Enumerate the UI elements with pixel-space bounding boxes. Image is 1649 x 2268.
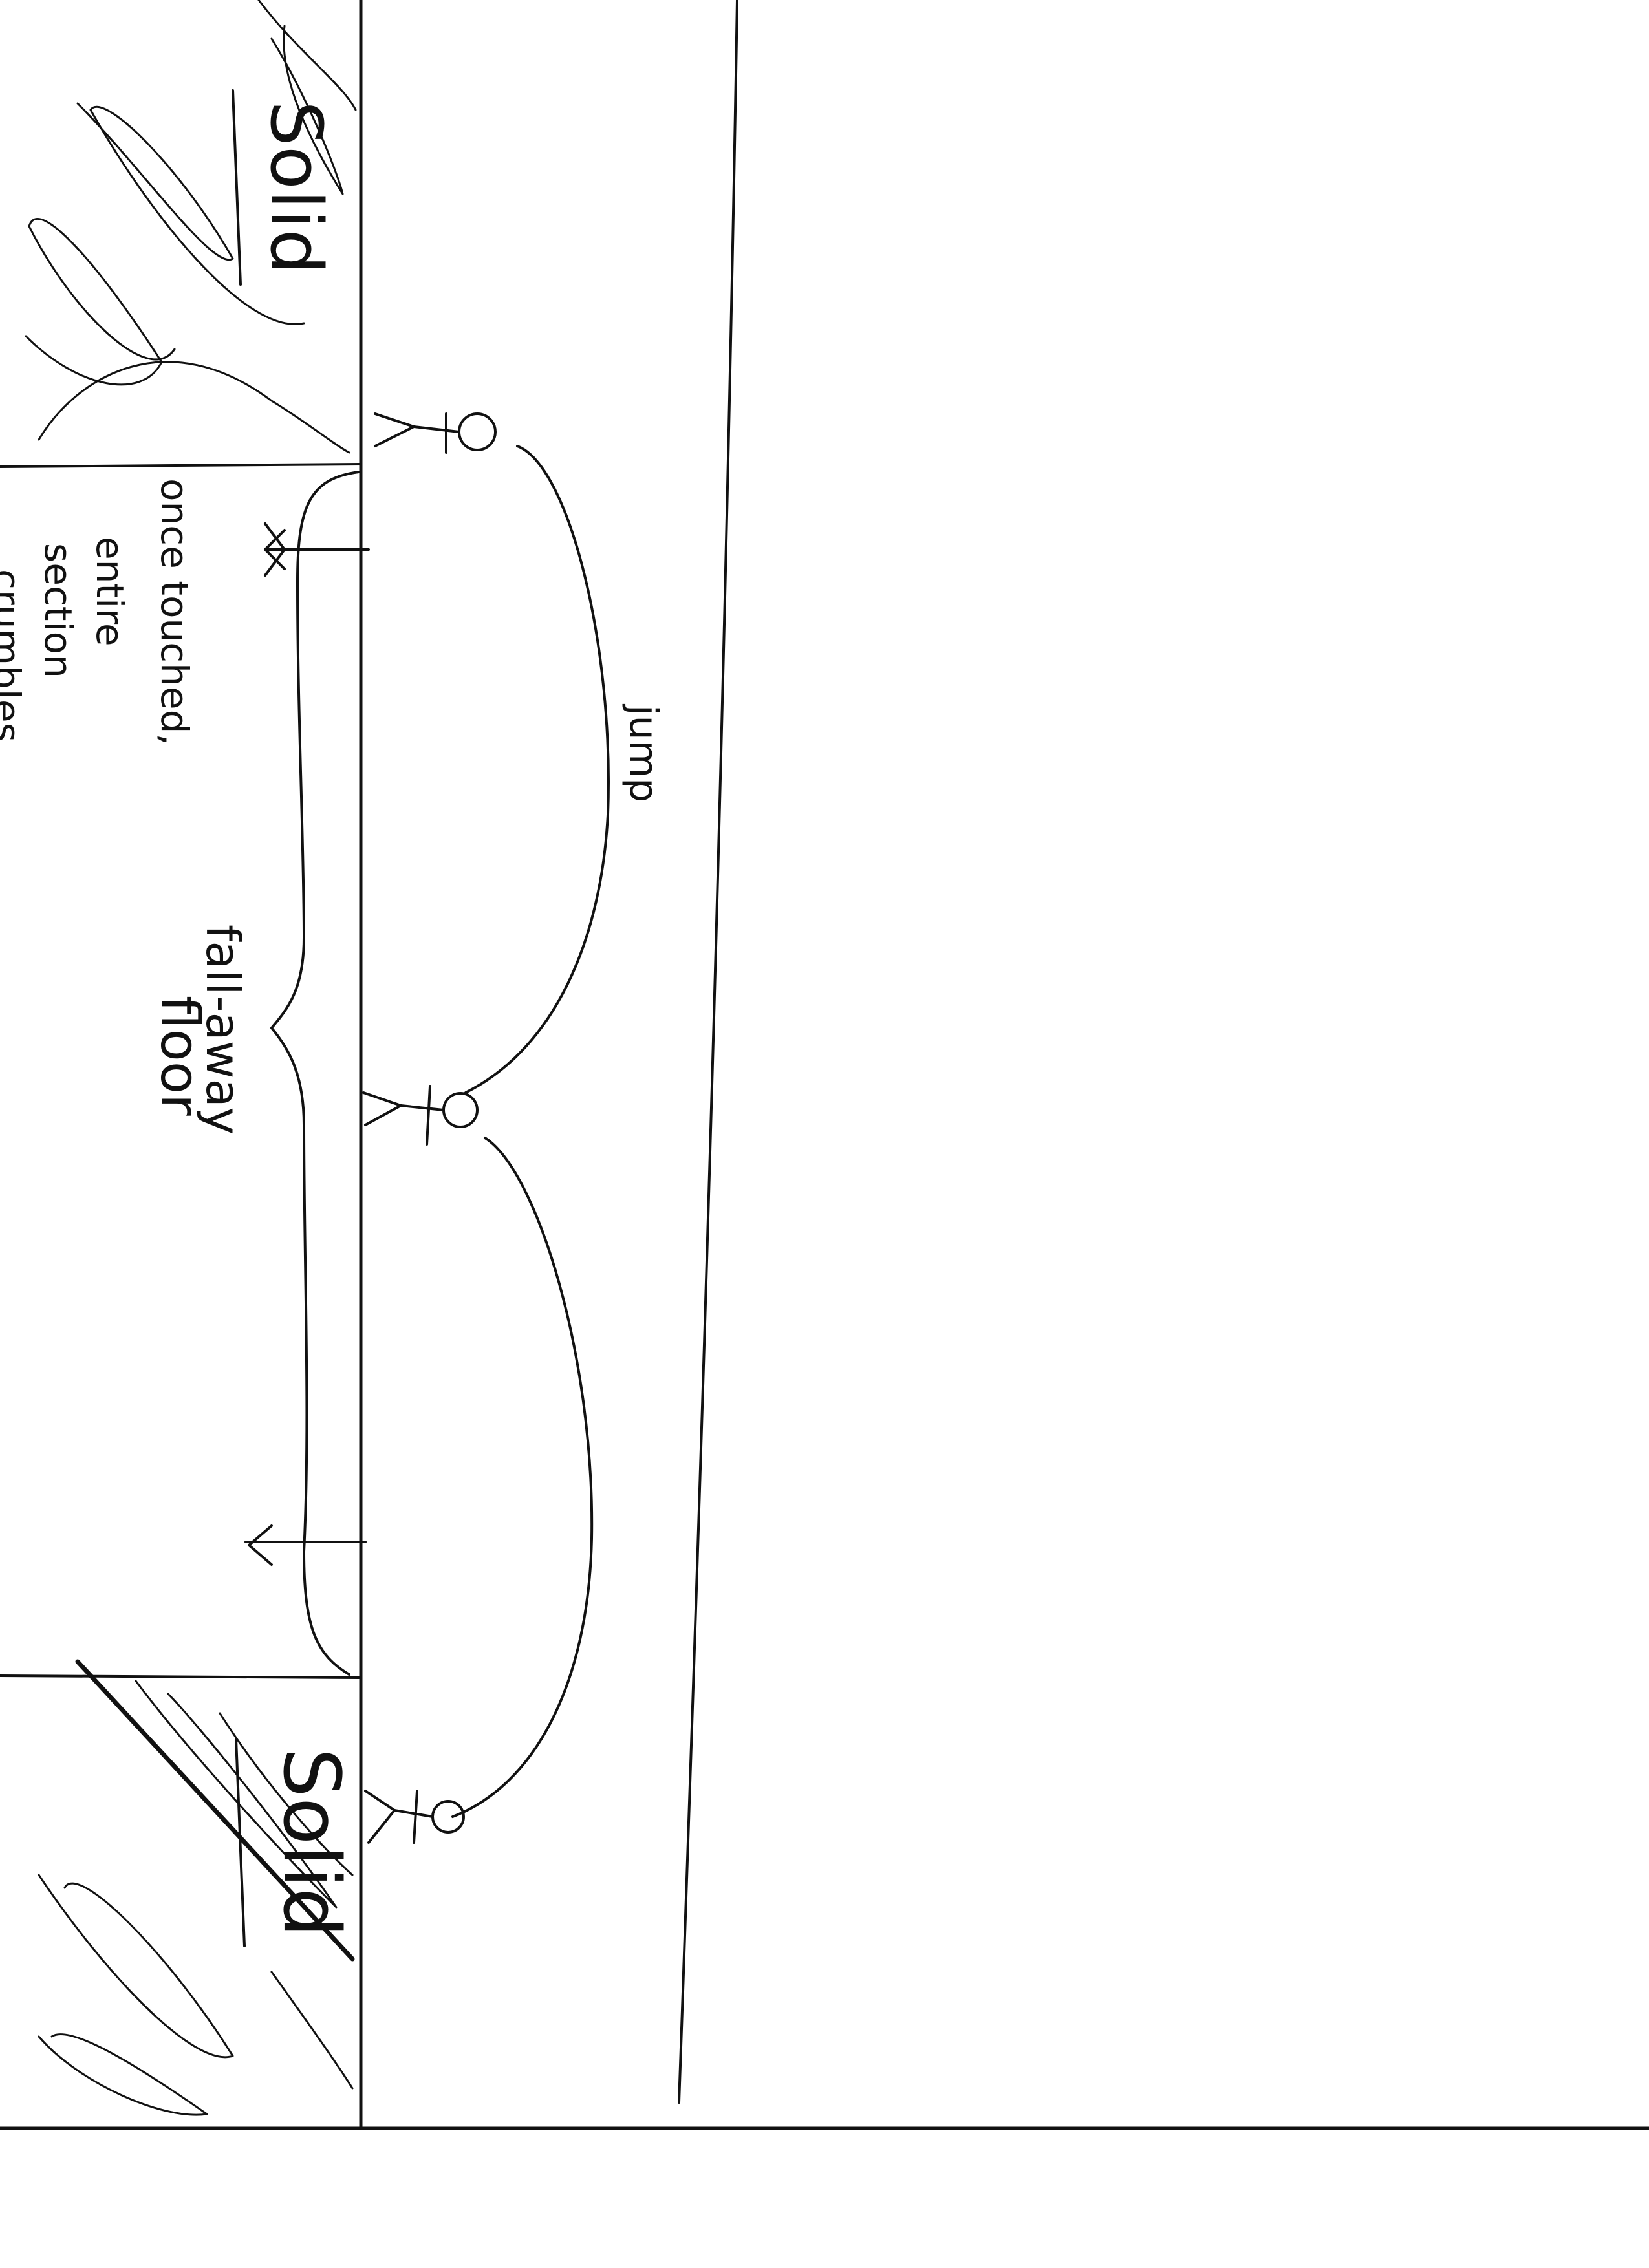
jump-arc-first	[466, 446, 609, 1093]
jump-arc-second	[453, 1138, 592, 1817]
stick-figure-icon	[363, 1086, 477, 1144]
solid-label-bottom: Solid	[266, 1748, 356, 1937]
floor-brace	[272, 472, 359, 1674]
crumble-note-line4: crumbles	[0, 569, 28, 742]
solid-label-top: Solid	[255, 101, 338, 274]
stick-figure-icon	[375, 414, 495, 453]
stick-figure-icon	[365, 1791, 464, 1843]
crumble-note-line2: entire	[88, 537, 132, 647]
crumble-note-line3: section	[36, 543, 80, 678]
solid-bottom-divider	[0, 1676, 359, 1678]
crumble-note-line1: once touched,	[153, 478, 197, 745]
solid-top-divider	[0, 464, 361, 467]
jump-label: jump	[621, 703, 666, 802]
floor-label-line2: floor	[149, 996, 210, 1116]
solid-top-underline	[233, 91, 241, 284]
down-arrow-icon	[265, 524, 369, 575]
